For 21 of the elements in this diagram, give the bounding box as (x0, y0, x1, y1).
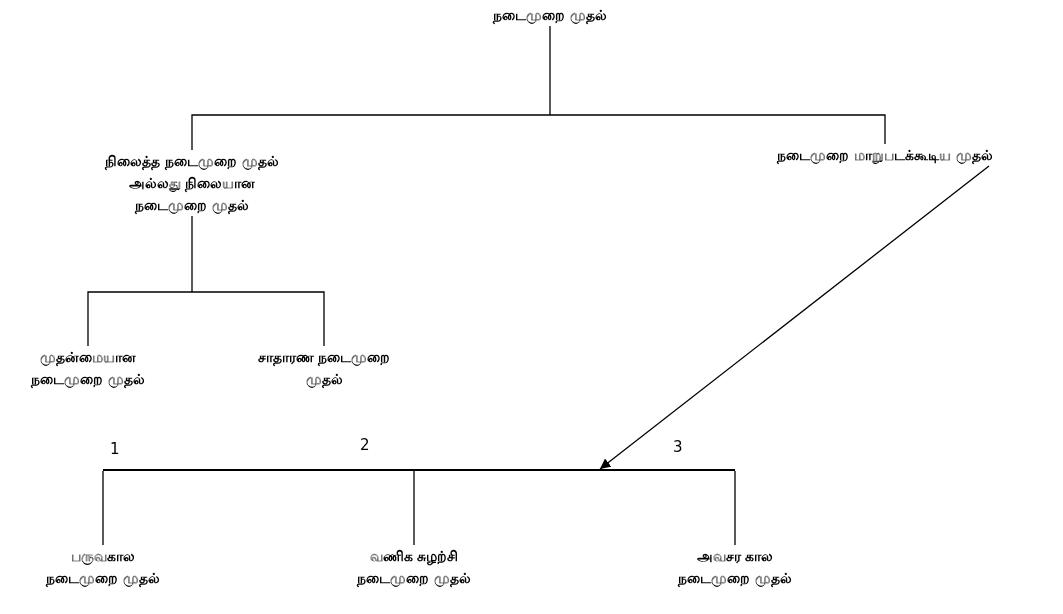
connector-line (549, 25, 551, 116)
node-label: சாதாரண நடைமுறை முதல் (254, 346, 394, 390)
connector-line (734, 470, 736, 546)
connector-line (191, 114, 551, 151)
connector-line (191, 291, 325, 347)
node-label: வணிக சுழற்சி நடைமுறை முதல் (351, 545, 477, 589)
connector-line (191, 215, 193, 293)
node-label: நிலைத்த நடைமுறை முதல் அல்லது நிலையான நடைமுறை முதல் (94, 150, 290, 216)
connector-line (413, 470, 415, 546)
callout-number: 3 (673, 438, 683, 456)
node-label: அவசர கால நடைமுறை முதல் (672, 545, 798, 589)
node-label: பருவகால நடைமுறை முதல் (40, 545, 166, 589)
arrow (599, 165, 990, 470)
connector-line (549, 114, 886, 145)
node-label: முதன்மையான நடைமுறை முதல் (25, 346, 151, 390)
connector-line (102, 470, 104, 546)
callout-number: 1 (110, 440, 120, 458)
callout-number: 2 (360, 436, 370, 454)
connector-line (87, 291, 193, 347)
node-label: நடைமுறை முதல் (420, 4, 680, 26)
node-label: நடைமுறை மாறுபடக்கூடிய முதல் (755, 144, 1015, 166)
